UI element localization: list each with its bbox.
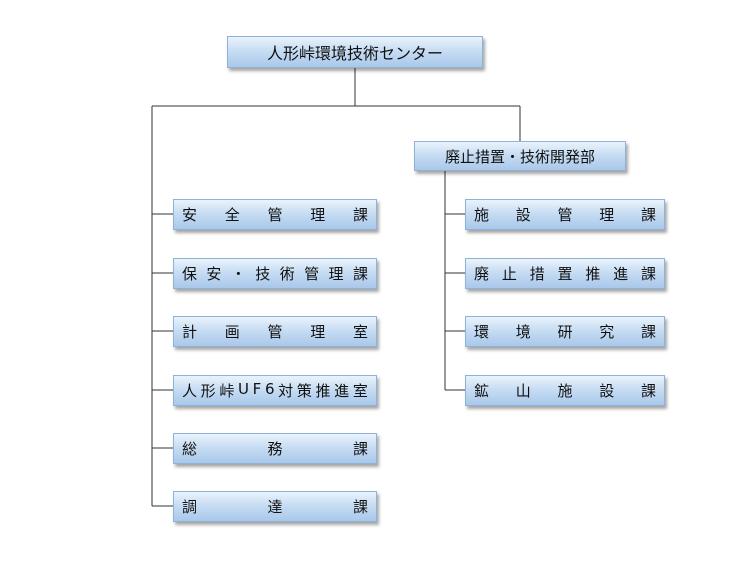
- unit-label: 鉱山施設課: [474, 382, 656, 400]
- root-node: 人形峠環境技術センター: [227, 36, 483, 68]
- unit-label: 施設管理課: [474, 206, 656, 224]
- unit-label: 保安・技術管理課: [182, 265, 368, 283]
- unit-label: 総務課: [182, 440, 368, 458]
- unit-label: 計画管理室: [182, 323, 368, 341]
- unit-decommissioning-promotion: 廃止措置推進課: [465, 258, 665, 289]
- department-label: 廃止措置・技術開発部: [444, 147, 595, 166]
- unit-label: 安全管理課: [182, 206, 368, 224]
- unit-security-technical-management: 保安・技術管理課: [173, 258, 377, 289]
- unit-general-affairs: 総務課: [173, 433, 377, 464]
- unit-safety-management: 安全管理課: [173, 199, 377, 230]
- unit-label: 環境研究課: [474, 323, 656, 341]
- unit-planning-management: 計画管理室: [173, 316, 377, 347]
- unit-mine-facilities: 鉱山施設課: [465, 375, 665, 406]
- root-label: 人形峠環境技術センター: [266, 44, 443, 63]
- unit-label: 調達課: [182, 498, 368, 516]
- unit-facility-management: 施設管理課: [465, 199, 665, 230]
- unit-procurement: 調達課: [173, 491, 377, 522]
- unit-environmental-research: 環境研究課: [465, 316, 665, 347]
- unit-label: 廃止措置推進課: [474, 265, 656, 283]
- department-node: 廃止措置・技術開発部: [414, 141, 626, 171]
